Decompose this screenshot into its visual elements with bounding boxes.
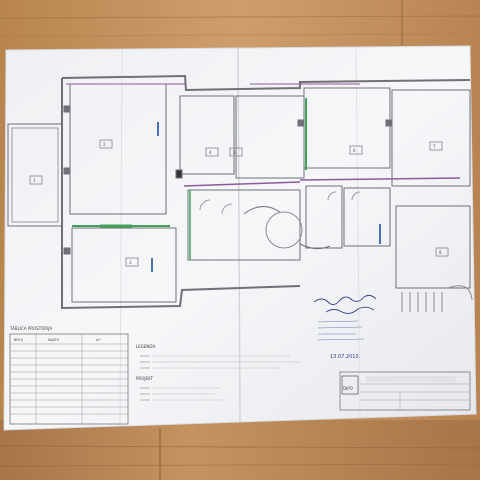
room-table-title: TABLICA PROSTORIJA [9,326,52,331]
room-label: 3 [129,260,132,265]
stamp-text: DIPO [343,386,353,391]
legend-title: LEGENDA: [136,344,156,349]
room-label: 8 [439,250,442,255]
table-header: BROJ [14,338,23,342]
room-table: TABLICA PROSTORIJA BROJ NAZIV m² [9,326,129,425]
room-label: 4 [209,150,212,155]
room-label: 6 [353,148,356,153]
handwritten-note: 13.07.2010 [313,294,377,360]
room-number-labels: 1 2 3 4 5 6 7 8 [33,142,442,265]
table-header: m² [96,338,101,342]
legend: LEGENDA: PROJEKT [136,344,300,401]
legend-subtitle: PROJEKT [136,376,153,381]
room-label: 2 [103,142,106,147]
room-label: 7 [433,144,436,149]
room-label: 5 [233,150,236,155]
room-label: 1 [33,178,36,183]
table-header: NAZIV [48,338,59,342]
floor-plan-drawing [7,74,473,312]
signature-date: 13.07.2010 [330,354,359,360]
title-block: DIPO [339,371,471,411]
